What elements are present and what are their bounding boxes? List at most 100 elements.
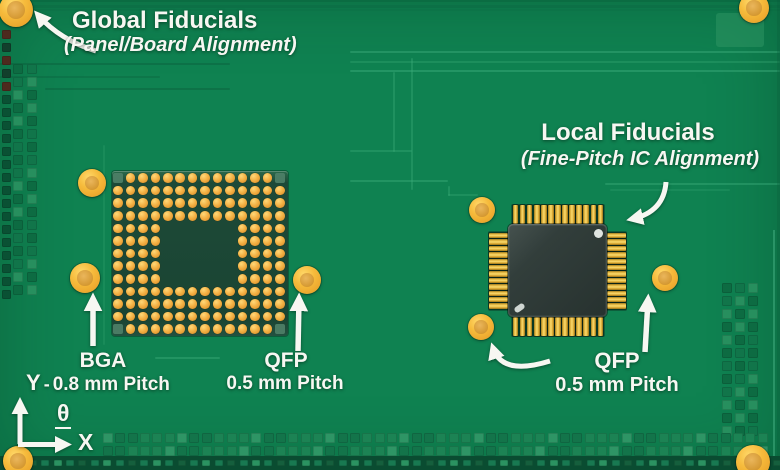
bga-fiducial-bottom-left	[70, 263, 100, 293]
arrow-qfp-left-label	[289, 292, 309, 352]
connector-dash	[524, 460, 533, 466]
qfp-local-fiducial-bottom-left	[468, 314, 494, 340]
connector-dash	[351, 460, 360, 466]
right-pad	[722, 400, 732, 410]
bottom-pad	[535, 433, 546, 443]
right-pad	[748, 335, 758, 345]
bga-component	[112, 171, 288, 336]
bga-ball	[113, 299, 123, 309]
left-pad	[13, 103, 23, 113]
bottom-pad	[275, 433, 286, 443]
right-pad	[722, 374, 732, 384]
bottom-pad	[238, 433, 249, 443]
bga-ball	[212, 286, 223, 297]
bga-ball	[275, 211, 285, 221]
right-pad	[748, 322, 758, 332]
qfp-lead	[541, 205, 547, 224]
bga-ball	[262, 198, 273, 208]
bga-ball	[150, 261, 161, 271]
connector-dash	[673, 460, 682, 466]
connector-dash	[648, 460, 657, 466]
bga-ball	[212, 211, 223, 221]
left-pad	[27, 246, 37, 256]
bottom-pad	[683, 433, 694, 443]
right-pad	[735, 361, 745, 371]
bga-ball	[187, 173, 198, 183]
bga-ball	[163, 198, 173, 208]
bga-ball	[125, 198, 136, 208]
connector-dash	[772, 460, 780, 466]
bottom-pad	[708, 433, 719, 443]
bga-ball	[150, 324, 161, 334]
qfp-pin1-marker	[594, 229, 603, 238]
qfp-leads-top	[511, 204, 605, 225]
arrow-qfp-bottom-fiducial	[488, 342, 551, 369]
qfp-lead	[607, 277, 626, 284]
connector-dash	[66, 460, 74, 466]
bga-ball	[275, 236, 285, 246]
connector-dash	[264, 460, 273, 466]
connector-dash	[152, 460, 161, 466]
bga-ball	[200, 311, 210, 322]
connector-dash	[661, 460, 670, 466]
bottom-pad	[288, 433, 299, 443]
bga-ball	[187, 311, 198, 322]
global-fiducial-bottom-right	[736, 445, 770, 470]
bga-ball	[150, 223, 161, 234]
bga-ball	[237, 274, 248, 284]
bottom-pad	[350, 446, 360, 456]
left-pad	[13, 233, 23, 243]
left-pad	[13, 168, 23, 178]
right-pad	[722, 387, 732, 397]
right-pad	[735, 426, 745, 436]
bga-ball	[262, 211, 273, 221]
qfp-right-name-label: QFP	[594, 348, 640, 373]
bga-ball	[187, 211, 198, 221]
trace-segment	[350, 180, 448, 182]
bga-ball	[150, 248, 161, 259]
bga-ball	[200, 198, 210, 208]
qfp-lead	[489, 290, 508, 297]
qfp-lead	[562, 205, 568, 224]
qfp-lead	[489, 277, 508, 284]
left-pad	[27, 194, 37, 204]
bga-ball	[138, 198, 148, 208]
qfp-lead	[541, 317, 547, 336]
bga-ball	[200, 185, 210, 196]
connector-dash	[289, 460, 298, 466]
edge-mark	[2, 238, 11, 247]
connector-dash	[165, 460, 174, 466]
qfp-lead	[562, 317, 568, 336]
edge-mark	[2, 264, 11, 273]
connector-dash	[450, 460, 459, 466]
bottom-pad	[411, 446, 422, 456]
connector-dash	[276, 460, 285, 466]
bga-ball	[113, 261, 123, 271]
qfp-lead	[576, 317, 582, 336]
left-pad	[13, 207, 23, 217]
bga-ball	[200, 299, 210, 309]
bga-ball	[262, 299, 273, 309]
global-fiducials-title: Global Fiducials	[72, 7, 258, 34]
bottom-pad	[214, 446, 225, 456]
connector-dash	[487, 460, 496, 466]
left-pad	[13, 129, 23, 139]
right-pad	[748, 387, 758, 397]
bga-corner-pad	[113, 173, 123, 183]
bga-ball	[275, 223, 285, 234]
bottom-pad	[485, 433, 496, 443]
bga-ball	[225, 198, 235, 208]
left-pad	[13, 142, 23, 152]
bga-ball	[113, 248, 123, 259]
qfp-lead	[520, 205, 526, 224]
bga-ball	[175, 299, 186, 309]
bga-ball	[125, 286, 136, 297]
left-pad	[13, 220, 23, 230]
connector-dash	[400, 460, 409, 466]
bottom-pad	[152, 433, 163, 443]
qfp-lead	[513, 317, 519, 336]
x-axis-label: X	[78, 429, 94, 455]
bga-name-label: BGA	[79, 349, 127, 372]
bottom-pad	[374, 433, 385, 443]
bga-ball	[187, 198, 198, 208]
